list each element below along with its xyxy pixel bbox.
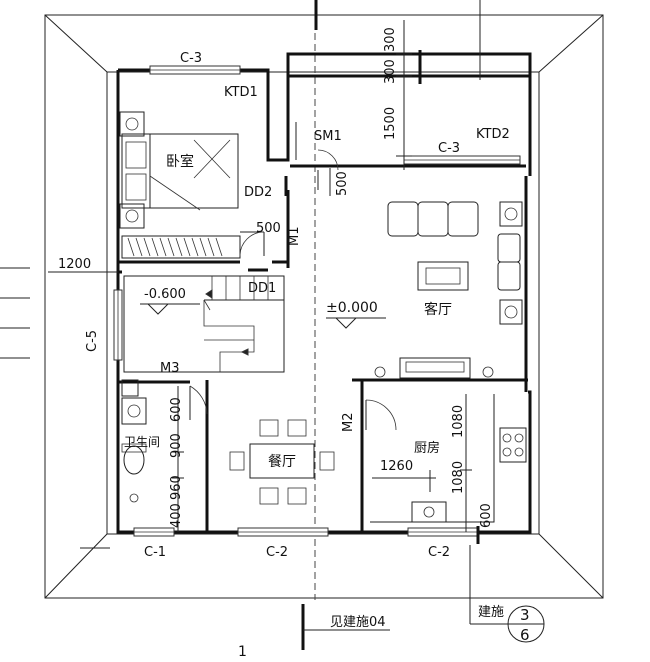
dim-1260: 1260	[380, 459, 413, 474]
window-label-c5: C-5	[85, 330, 100, 352]
door-label-m2: M2	[341, 413, 356, 433]
level-label-floor: ±0.000	[326, 300, 378, 316]
room-label-kitchen: 厨房	[414, 440, 440, 456]
dining-table	[229, 419, 335, 505]
nightstand-top	[119, 111, 145, 137]
room-label-bathroom: 卫生间	[124, 435, 160, 449]
window-label-c3-top: C-3	[180, 51, 202, 66]
dim-300-b: 300	[383, 59, 398, 84]
side-table	[499, 201, 523, 325]
index-number-bottom: 6	[520, 626, 530, 644]
index-symbol	[469, 545, 545, 643]
dim-500-sm1: 500	[335, 171, 350, 196]
window-marks	[113, 65, 521, 537]
kitchen-counter	[370, 394, 527, 523]
bathroom-fixtures	[121, 379, 147, 503]
dim-400: 400	[169, 503, 184, 528]
level-label-stair: -0.600	[144, 287, 186, 302]
door-m1	[239, 231, 265, 257]
door-label-m1: M1	[287, 227, 302, 247]
dimension-lines	[48, 0, 481, 544]
window-label-c1: C-1	[144, 545, 166, 560]
axis-lines	[0, 0, 316, 600]
door-label-ktd2: KTD2	[476, 127, 510, 142]
door-label-ktd1: KTD1	[224, 85, 258, 100]
dim-1500: 1500	[383, 107, 398, 140]
dim-300-a: 300	[383, 27, 398, 52]
window-label-c3-right: C-3	[438, 141, 460, 156]
door-m3	[189, 385, 208, 420]
door-label-sm1: SM1	[314, 129, 342, 144]
door-label-dd2: DD2	[244, 185, 272, 200]
door-label-dd1: DD1	[248, 281, 276, 296]
door-sm1	[295, 122, 339, 190]
dim-1080-b: 1080	[451, 461, 466, 494]
double-bed	[121, 133, 239, 211]
section-mark-number: 1	[238, 644, 247, 660]
room-label-dining: 餐厅	[268, 454, 296, 470]
room-label-bedroom: 卧室	[166, 153, 194, 170]
roof-outline	[44, 14, 604, 599]
dim-900: 900	[169, 433, 184, 458]
window-label-c2-right: C-2	[428, 545, 450, 560]
nightstand-bottom	[119, 203, 145, 229]
wardrobe	[121, 235, 241, 259]
index-number-top: 3	[520, 606, 530, 624]
dim-1080-a: 1080	[451, 405, 466, 438]
dim-600: 600	[169, 397, 184, 422]
exterior-walls	[116, 52, 532, 534]
dim-500-door: 500	[256, 221, 281, 236]
interior-walls	[118, 164, 528, 532]
door-dd	[248, 176, 288, 272]
door-m2	[365, 399, 397, 431]
window-label-c2-left: C-2	[266, 545, 288, 560]
dim-1200: 1200	[58, 257, 91, 272]
door-label-m3: M3	[160, 361, 180, 376]
section-cut-mark	[301, 604, 390, 650]
sofa	[387, 201, 521, 291]
sheet-label: 建施	[478, 605, 504, 620]
tv-cabinet	[374, 357, 494, 379]
see-sheet-note: 见建施04	[330, 615, 386, 630]
room-label-living: 客厅	[424, 301, 452, 318]
dim-960: 960	[169, 475, 184, 500]
coffee-table	[417, 261, 469, 291]
staircase	[123, 275, 285, 373]
dim-600-b: 600	[479, 503, 494, 528]
level-markers	[140, 303, 386, 329]
